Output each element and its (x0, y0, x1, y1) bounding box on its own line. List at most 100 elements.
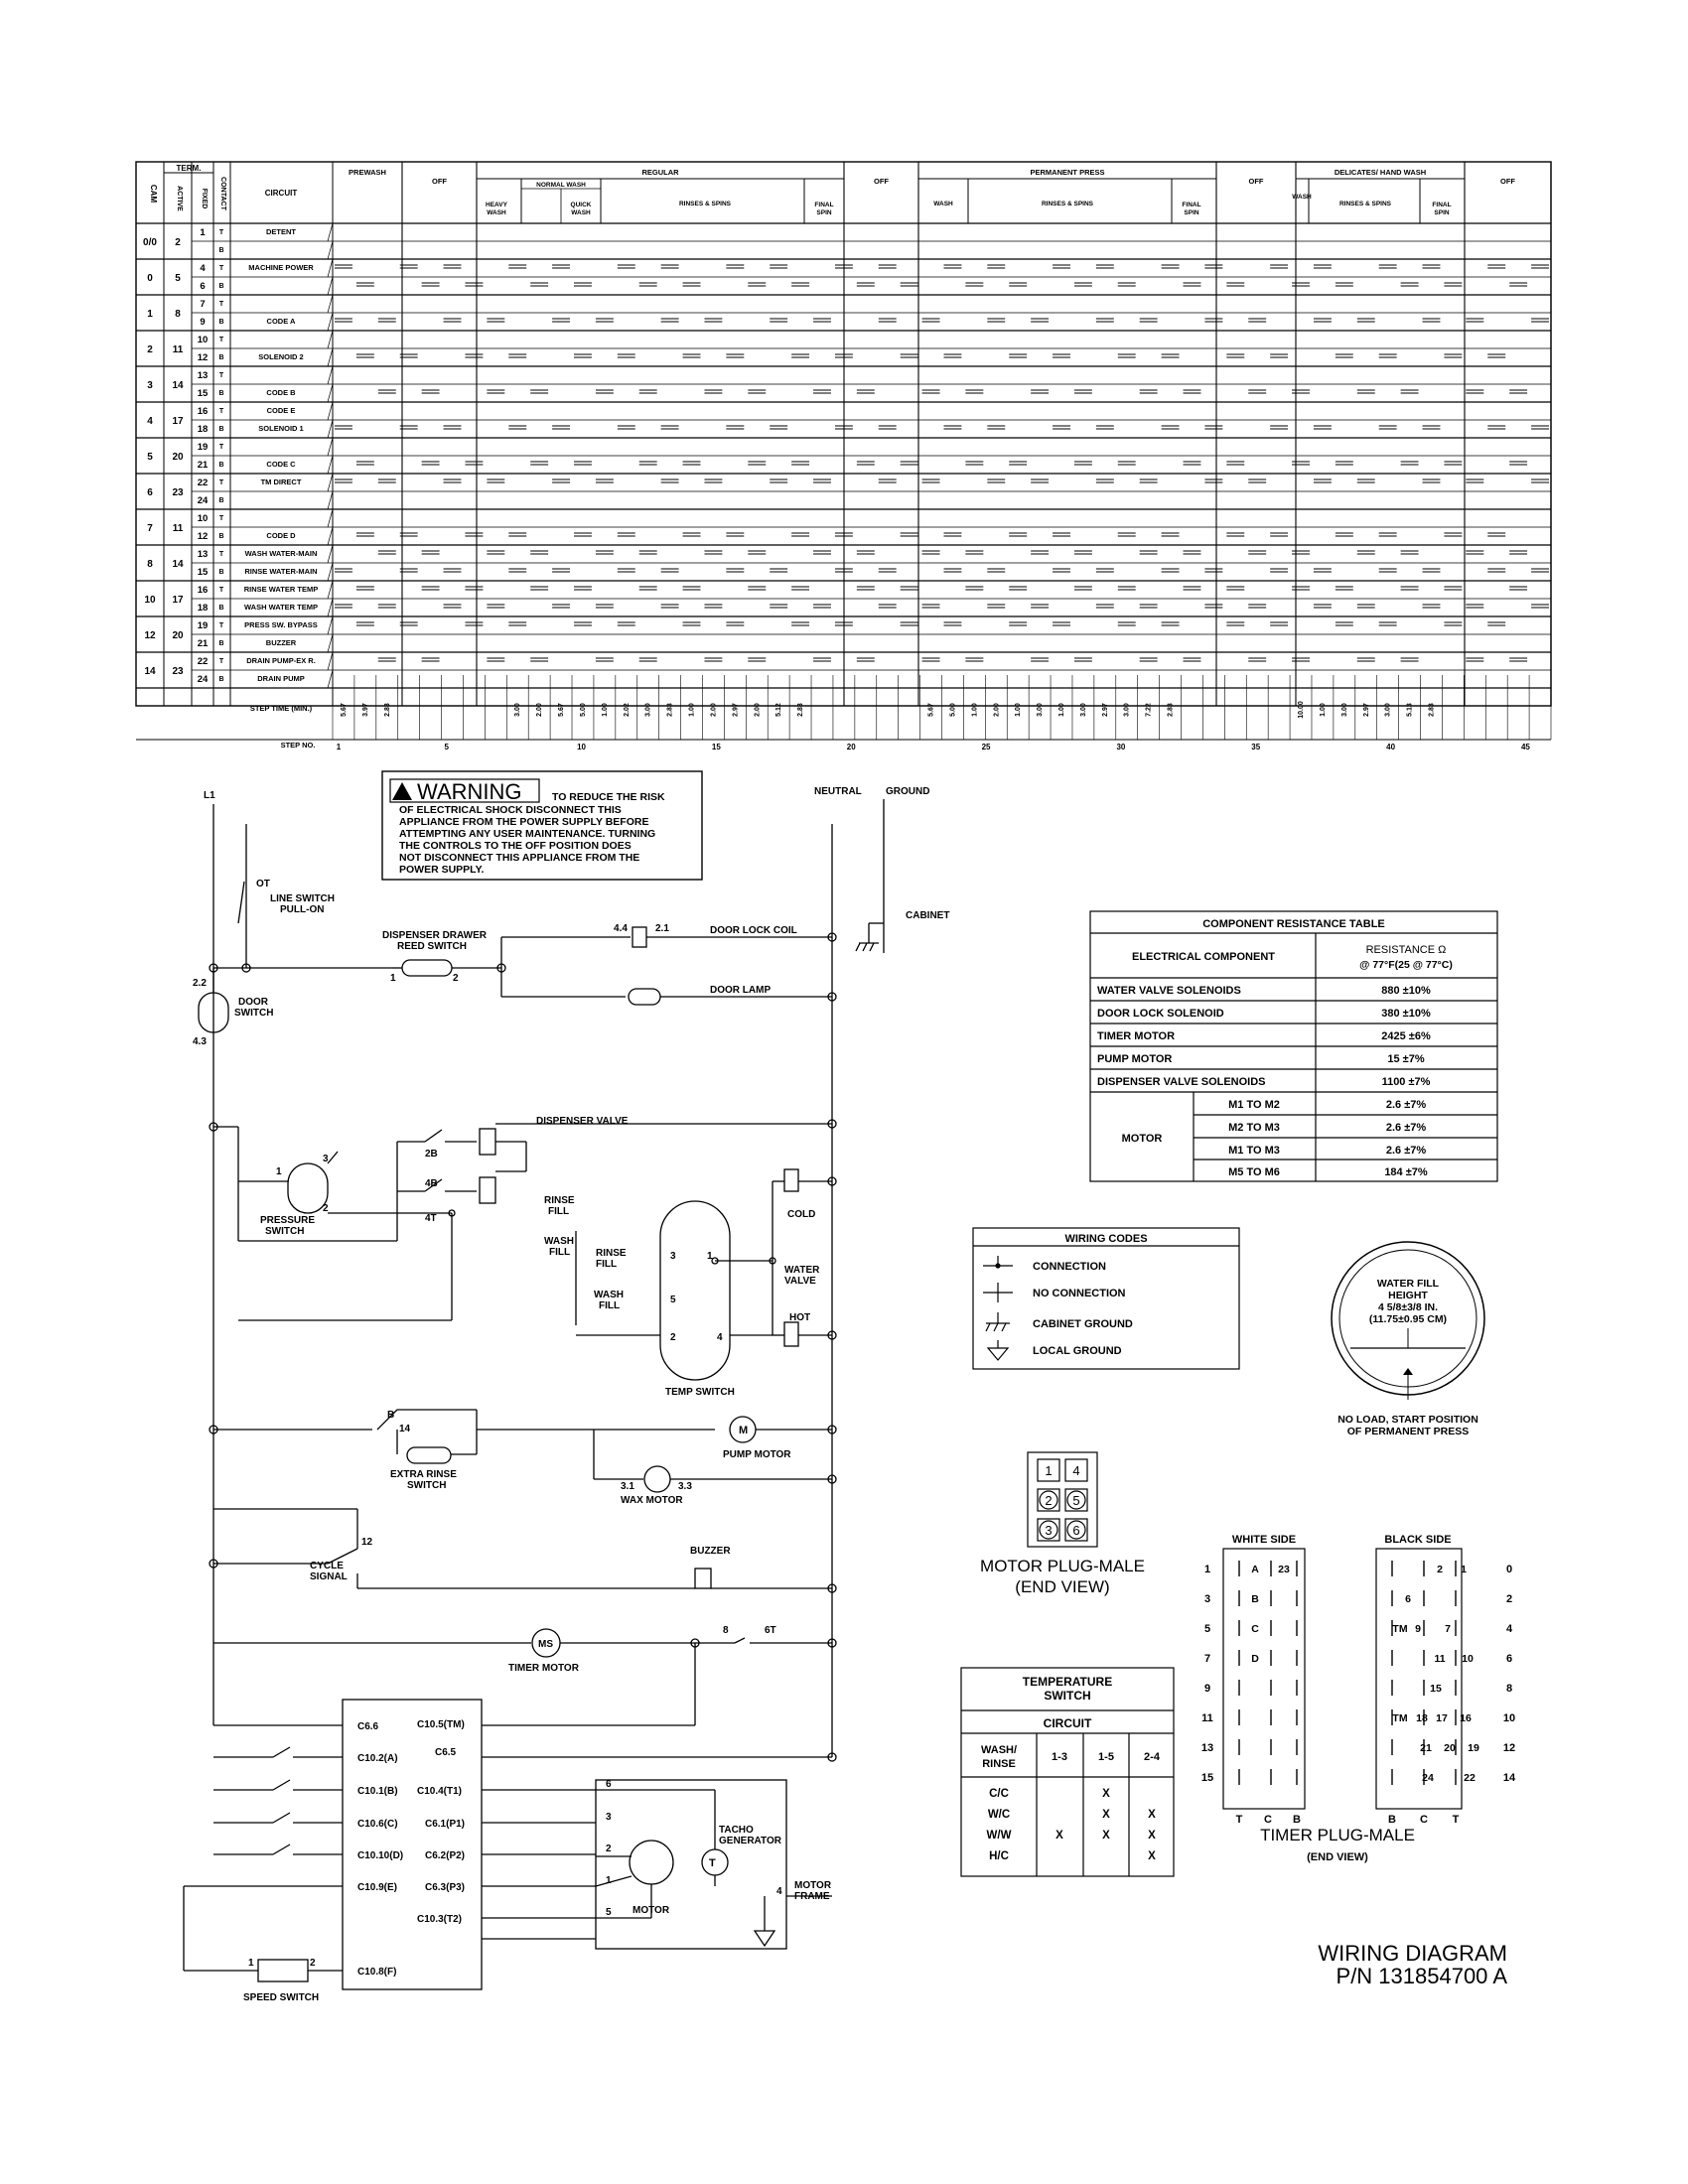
connector-c10-4: C10.4(T1) (417, 1786, 462, 1797)
motor-row-2-name: M1 TO M3 (1228, 1145, 1280, 1157)
svg-text:2: 2 (453, 973, 459, 984)
timer-sequence-chart (135, 161, 1552, 741)
step-number: 25 (982, 743, 991, 751)
row-contact: T (219, 515, 224, 522)
motor-frame-ground-icon (753, 1930, 776, 1948)
connector-c6-3: C6.3(P3) (425, 1882, 465, 1893)
connector-c10-3: C10.3(T2) (417, 1914, 462, 1925)
temp-row-mark: X (1148, 1850, 1156, 1862)
cycle-header-6: DELICATES/ HAND WASH (1335, 168, 1426, 177)
connector-c10-6: C10.6(C) (357, 1819, 398, 1830)
temp-table-circuit: CIRCUIT (1044, 1716, 1092, 1730)
row-fixed: 6 (200, 281, 205, 292)
water-fill-caption-2: OF PERMANENT PRESS (1347, 1426, 1470, 1437)
cycle-header-3: OFF (874, 177, 889, 186)
black-side-col: C (1420, 1814, 1428, 1826)
row-contact: B (218, 497, 223, 504)
white-side-terminal: A (1251, 1564, 1259, 1575)
resistance-motor-label: MOTOR (1122, 1133, 1163, 1145)
cycle-header-1: OFF (432, 177, 447, 186)
schematic-labels: L1 NEUTRAL GROUND CABINET OT LINE SWITCH… (193, 786, 949, 2003)
water-valve-label-2: VALVE (784, 1276, 816, 1287)
svg-text:2: 2 (323, 1203, 329, 1214)
row-active: 23 (172, 666, 184, 677)
row-cam: 2 (147, 344, 153, 355)
buzzer-label: BUZZER (690, 1546, 731, 1557)
motor-row-0-name: M1 TO M2 (1228, 1099, 1280, 1111)
pin-3-1: 3.1 (621, 1481, 634, 1492)
motor-row-0-value: 2.6 ±7% (1386, 1099, 1427, 1111)
connector-c10-9: C10.9(E) (357, 1882, 397, 1893)
warning-line-6: NOT DISCONNECT THIS APPLIANCE FROM THE (399, 852, 639, 864)
temp-row-mark: X (1102, 1830, 1110, 1842)
pump-motor-label: PUMP MOTOR (723, 1449, 791, 1460)
row-contact: T (219, 301, 224, 308)
step-time-value: 1.00 (689, 703, 696, 717)
pin-4t: 4T (425, 1213, 437, 1224)
step-time-value: 5.67 (341, 703, 348, 717)
step-time-value: 1.00 (971, 703, 978, 717)
svg-text:3: 3 (670, 1251, 676, 1262)
motor-plug: 1 4 2 5 3 6 MOTOR PLUG-MALE (END VIEW) (980, 1451, 1145, 1596)
step-time-value: 2.00 (754, 703, 761, 717)
timer-plug-left-number: 9 (1204, 1683, 1210, 1695)
step-number: 40 (1386, 743, 1395, 751)
step-time-value: 5.13 (1407, 703, 1414, 717)
cycle-signal-label-1: CYCLE (310, 1561, 344, 1571)
water-valve-label-1: WATER (784, 1265, 820, 1276)
pin-6t: 6T (765, 1625, 776, 1636)
resistance-col-value-2: @ 77°F(25 @ 77°C) (1359, 959, 1453, 971)
row-fixed: 18 (198, 603, 209, 614)
temp-row-mark: X (1148, 1830, 1156, 1842)
row-circuit: CODE C (266, 460, 296, 469)
component-resistance-table (1089, 910, 1498, 1182)
row-contact: B (218, 605, 223, 612)
wax-motor-label: WAX MOTOR (621, 1495, 683, 1506)
code-local-ground: LOCAL GROUND (1033, 1345, 1122, 1357)
code-cabinet-ground: CABINET GROUND (1033, 1318, 1133, 1330)
resistance-col-value-1: RESISTANCE Ω (1366, 944, 1447, 956)
motor-row-2-value: 2.6 ±7% (1386, 1145, 1427, 1157)
black-side-terminal: 21 (1420, 1742, 1432, 1754)
row-circuit: CODE B (266, 388, 296, 397)
resistance-row-2-value: 2425 ±6% (1381, 1030, 1431, 1042)
pin-2-1: 2.1 (655, 923, 669, 934)
white-side-terminal: C (1251, 1623, 1259, 1635)
l1-label: L1 (204, 790, 215, 801)
motor-plug-pin-1: 1 (1045, 1463, 1052, 1478)
temp-row-mark: X (1102, 1809, 1110, 1821)
row-circuit: DRAIN PUMP-EX R. (246, 656, 316, 665)
dispenser-valve-label: DISPENSER VALVE (536, 1116, 629, 1127)
svg-text:1: 1 (276, 1166, 282, 1177)
tacho-label-2: GENERATOR (719, 1836, 782, 1846)
row-active: 11 (173, 344, 184, 355)
timer-plug-right-number: 0 (1506, 1564, 1512, 1575)
timer-plug-caption-2: (END VIEW) (1307, 1851, 1368, 1863)
row-circuit: SOLENOID 2 (258, 352, 303, 361)
row-fixed: 19 (198, 620, 209, 631)
temp-switch-label: TEMP SWITCH (665, 1387, 735, 1398)
svg-text:1: 1 (707, 1251, 713, 1262)
motor-plug-pin-5: 5 (1072, 1493, 1079, 1508)
row-circuit: PRESS SW. BYPASS (244, 620, 318, 629)
motor-frame-label-2: FRAME (794, 1891, 830, 1902)
resistance-row-2-name: TIMER MOTOR (1097, 1030, 1175, 1042)
temp-table-h3: 2-4 (1144, 1751, 1161, 1763)
sub-cycle-8: WASH (1292, 194, 1312, 201)
pin-8: 8 (723, 1625, 729, 1636)
row-fixed: 22 (198, 478, 209, 488)
temp-row-setting: H/C (989, 1850, 1009, 1862)
step-number: 10 (577, 743, 586, 751)
white-side-col: C (1264, 1814, 1272, 1826)
row-contact: B (218, 390, 223, 397)
step-number: 45 (1521, 743, 1530, 751)
black-side-terminal: 20 (1444, 1742, 1456, 1754)
term-header: TERM. (177, 164, 202, 173)
connector-c10-5: C10.5(TM) (417, 1719, 465, 1730)
door-lamp-label: DOOR LAMP (710, 985, 771, 996)
row-active: 20 (172, 630, 184, 641)
motor-row-1-value: 2.6 ±7% (1386, 1122, 1427, 1134)
